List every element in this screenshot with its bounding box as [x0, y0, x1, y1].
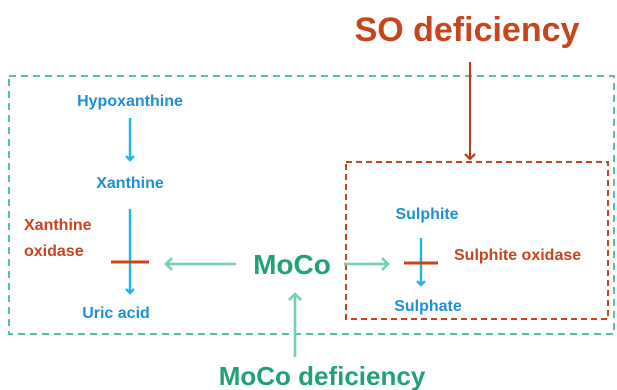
- xanthine-oxidase-label-line1: Xanthine: [24, 217, 92, 234]
- uric-acid-label: Uric acid: [82, 305, 150, 322]
- sulphite-label: Sulphite: [395, 206, 458, 223]
- moco-deficiency-label: MoCo deficiency: [219, 361, 426, 390]
- so-deficiency-label: SO deficiency: [355, 11, 580, 49]
- sulphate-label: Sulphate: [394, 298, 462, 315]
- moco-label: MoCo: [253, 249, 331, 280]
- sulphite-oxidase-label: Sulphite oxidase: [454, 247, 581, 264]
- sulphite-dashed-box: [345, 161, 609, 320]
- xanthine-oxidase-label-line2: oxidase: [24, 243, 84, 260]
- xanthine-label: Xanthine: [96, 175, 164, 192]
- outer-dashed-box: [8, 75, 615, 335]
- hypoxanthine-label: Hypoxanthine: [77, 93, 183, 110]
